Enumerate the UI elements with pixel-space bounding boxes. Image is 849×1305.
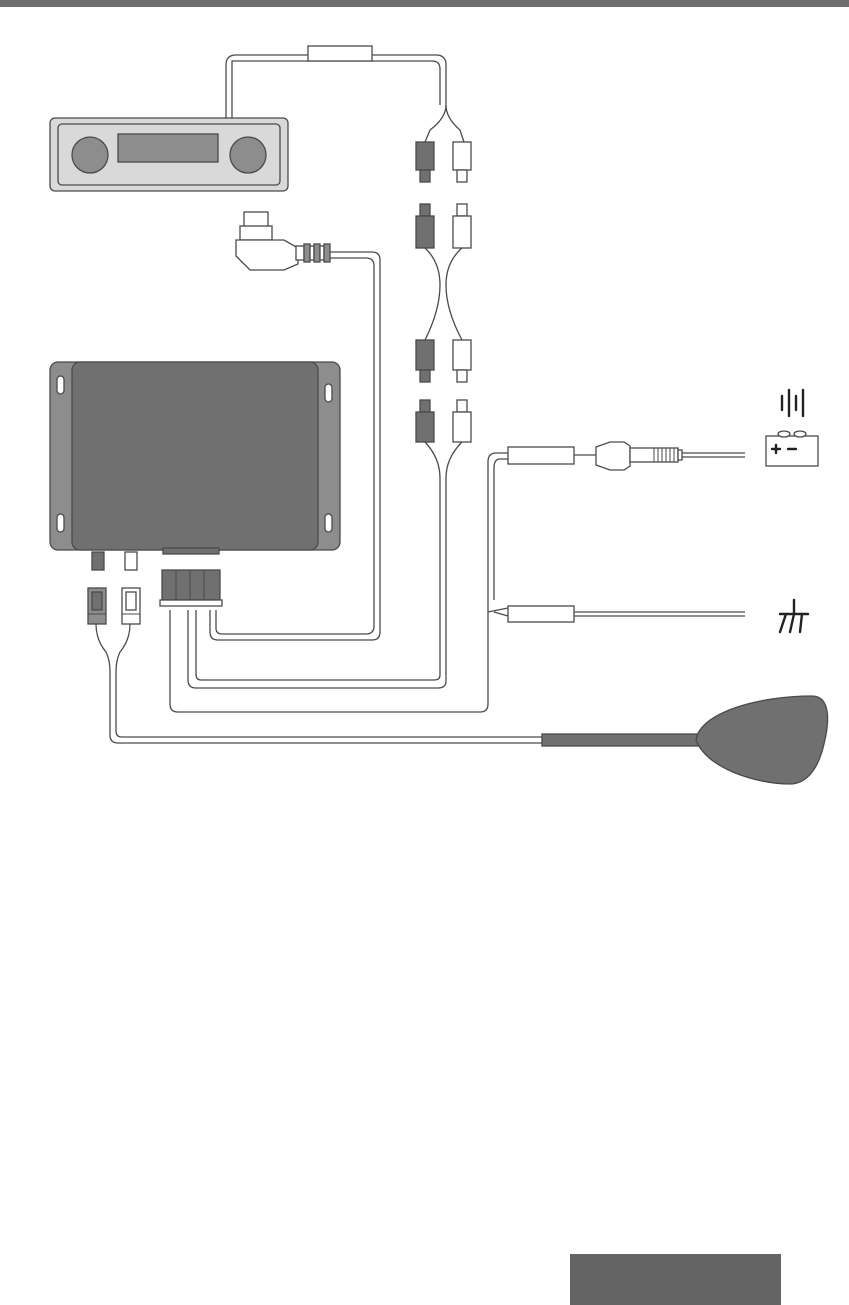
wiring-diagram: [0, 0, 849, 800]
wiring-harness-connector: [160, 570, 222, 606]
rca-y-splitter-upper: [416, 204, 471, 248]
power-fuse-holder: [508, 442, 682, 470]
footer-tab: [570, 1254, 781, 1305]
ground-icon: [780, 600, 808, 632]
inline-fuse: [308, 46, 372, 61]
ground-inline-connector: [508, 606, 574, 622]
antenna-adapter-plug: [236, 212, 330, 270]
cable-sensor: [96, 624, 545, 743]
interface-control-box: [50, 362, 340, 570]
power-supply-icon: [782, 390, 803, 416]
rca-y-splitter-lower: [416, 340, 471, 442]
remote-sensor-pod: [542, 696, 828, 784]
cable-rca-mid: [425, 248, 462, 340]
rca-plugs-upper: [416, 142, 471, 182]
radio-head-unit: [50, 118, 288, 191]
battery-icon: [766, 431, 818, 466]
sensor-plugs: [88, 588, 140, 624]
